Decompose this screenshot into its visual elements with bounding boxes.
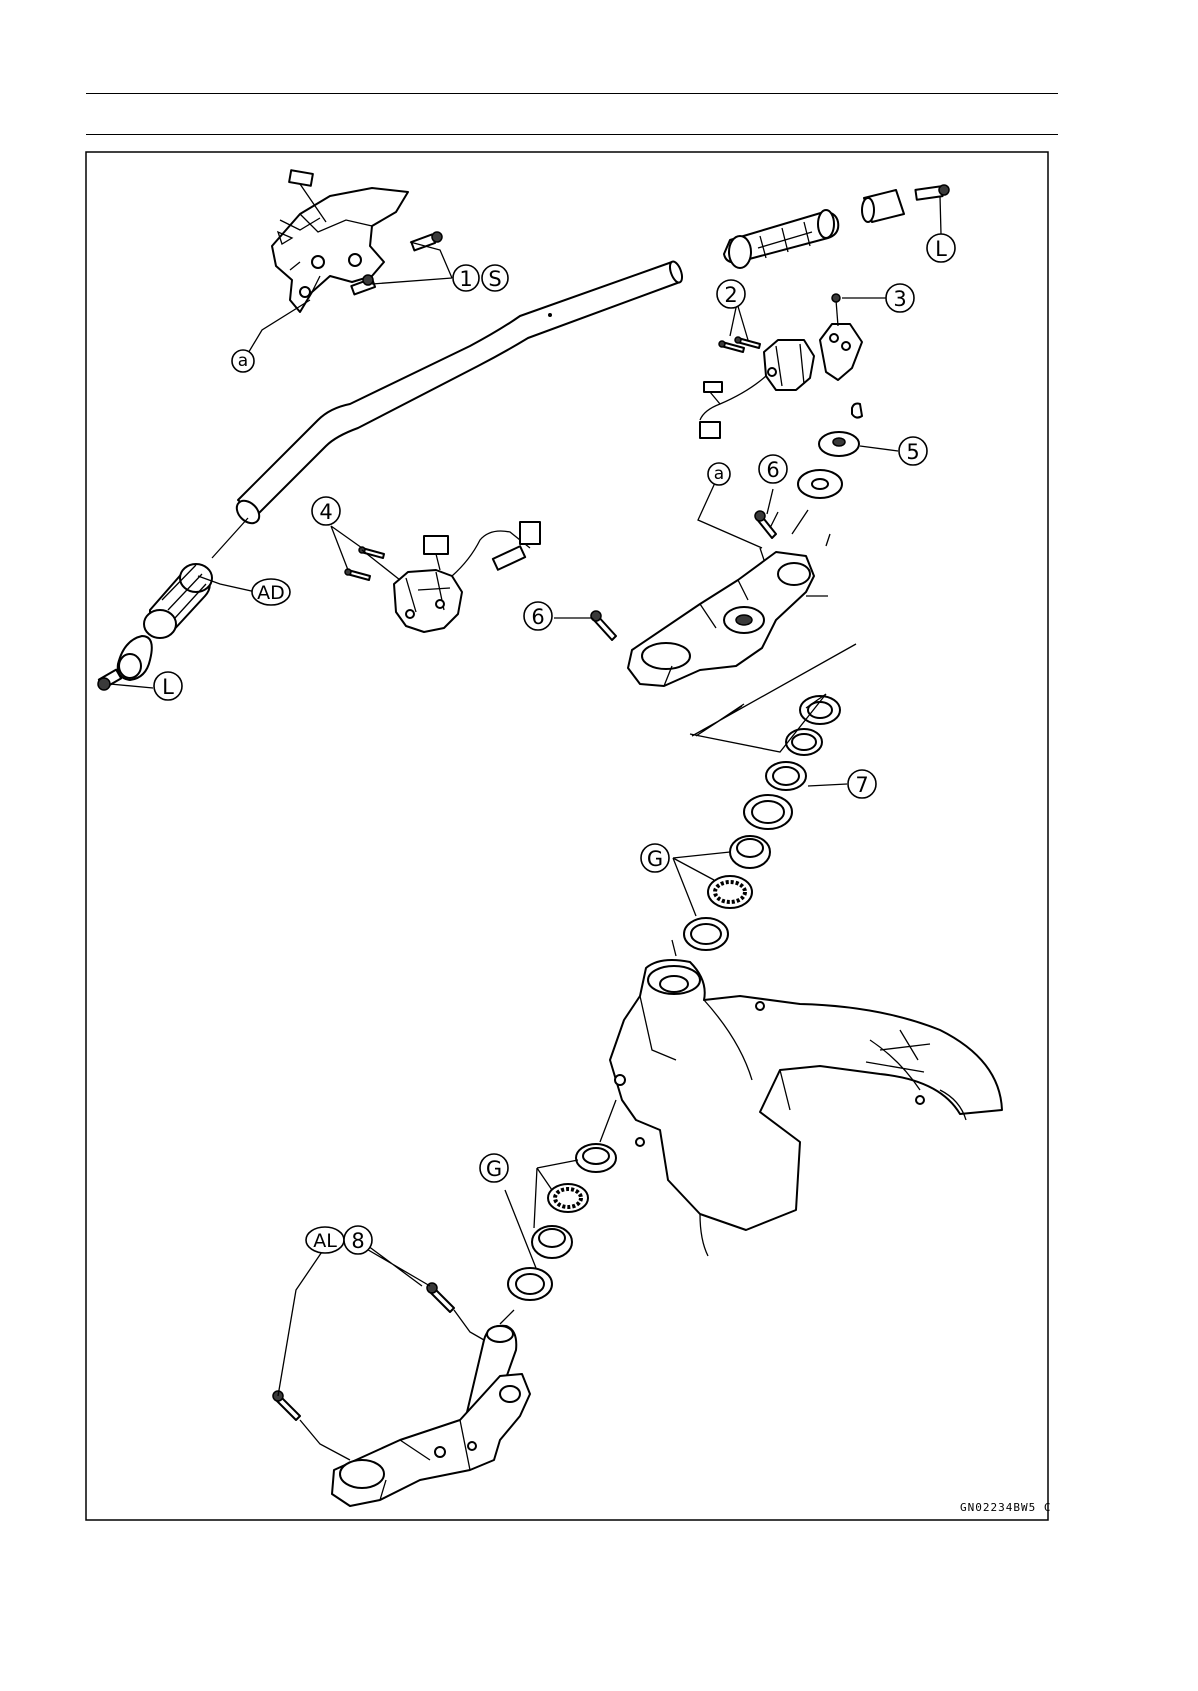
- svg-text:G: G: [647, 847, 663, 871]
- svg-text:AL: AL: [313, 1230, 337, 1252]
- upper-outer-race: [684, 918, 728, 950]
- svg-text:6: 6: [766, 458, 779, 482]
- lower-inner-race: [532, 1226, 572, 1258]
- lower-clamp-bolt-top: [427, 1283, 454, 1312]
- svg-text:7: 7: [855, 773, 868, 797]
- dust-seal: [744, 795, 792, 829]
- svg-text:a: a: [238, 351, 248, 371]
- callout-a-clamp: a: [708, 463, 730, 485]
- figure-code: GN02234BW5 C: [960, 1501, 1051, 1514]
- left-switch-housing: [394, 522, 540, 632]
- clutch-master-holder: [272, 170, 408, 312]
- lower-outer-race: [576, 1144, 616, 1172]
- frame-head-pipe: [610, 960, 1002, 1256]
- figure-frame: [86, 152, 1048, 1520]
- lower-steering-clamp: [332, 1374, 530, 1506]
- svg-text:2: 2: [724, 283, 737, 307]
- lower-clamp-bolt-side: [273, 1391, 300, 1420]
- callout-G-lower: G: [480, 1154, 508, 1182]
- stem-washer: [798, 470, 842, 498]
- callout-G-upper: G: [641, 844, 669, 872]
- svg-text:L: L: [935, 237, 947, 261]
- left-bar-end-screw: [98, 670, 121, 690]
- callout-AD: AD: [252, 579, 290, 605]
- callout-5: 5: [899, 437, 927, 465]
- left-grip: [144, 564, 212, 638]
- upper-inner-race: [730, 836, 770, 868]
- svg-text:8: 8: [351, 1229, 364, 1253]
- upper-clamp-bolt-front: [591, 611, 616, 640]
- lower-bearing: [548, 1184, 588, 1212]
- throttle-case-cap: [820, 324, 862, 380]
- stem-claw-washer: [786, 729, 822, 755]
- right-throttle-grip: [724, 210, 838, 268]
- callout-1: 1: [453, 265, 479, 291]
- callout-L-right: L: [927, 234, 955, 262]
- callout-L-left: L: [154, 672, 182, 700]
- svg-text:G: G: [486, 1157, 502, 1181]
- grease-seal: [508, 1268, 552, 1300]
- left-bar-end-weight: [118, 636, 152, 680]
- stem-head-nut: [819, 404, 862, 457]
- callout-7: 7: [848, 770, 876, 798]
- callout-a-clutch: a: [232, 350, 254, 372]
- stem-nut: [766, 762, 806, 790]
- callout-6-front: 6: [524, 602, 552, 630]
- callout-8: 8: [344, 1226, 372, 1254]
- svg-text:AD: AD: [257, 582, 285, 604]
- callout-2: 2: [717, 280, 745, 308]
- right-bar-end-screw: [915, 185, 949, 200]
- throttle-cap-screw: [832, 294, 840, 326]
- svg-text:6: 6: [531, 605, 544, 629]
- callout-6-top: 6: [759, 455, 787, 483]
- callout-3: 3: [886, 284, 914, 312]
- upper-steering-clamp: [628, 552, 814, 686]
- callout-4: 4: [312, 497, 340, 525]
- svg-text:4: 4: [319, 500, 332, 524]
- upper-clamp-bolt-top: [755, 511, 776, 538]
- svg-text:3: 3: [893, 287, 906, 311]
- svg-text:S: S: [488, 267, 501, 291]
- svg-text:L: L: [162, 675, 174, 699]
- upper-bearing: [708, 876, 752, 908]
- right-bar-end-weight: [862, 190, 904, 222]
- callout-AL: AL: [306, 1227, 344, 1253]
- right-switch-screws: [719, 337, 760, 352]
- svg-text:a: a: [714, 464, 724, 484]
- svg-text:1: 1: [459, 267, 472, 291]
- svg-text:5: 5: [906, 440, 919, 464]
- callout-S: S: [482, 265, 508, 291]
- right-switch-housing: [700, 340, 814, 438]
